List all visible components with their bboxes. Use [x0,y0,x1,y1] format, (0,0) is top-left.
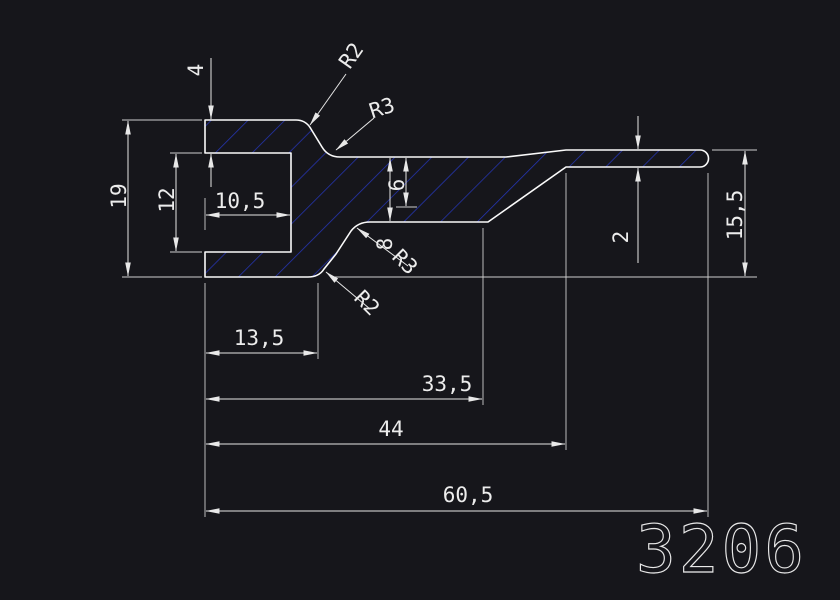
part-number: 3206 [636,511,807,588]
dim-label-8: 8 [373,238,397,251]
dim-label-60-5: 60,5 [443,483,494,507]
dim-label-44: 44 [378,417,403,441]
profile-section [204,119,710,278]
dim-label-6: 6 [385,179,409,192]
extension-lines [122,119,757,517]
dim-label-4: 4 [184,64,208,77]
dimension-labels: 4 19 12 10,5 6 8 13,5 33,5 44 60,5 15,5 … [107,38,747,507]
dim-label-13-5: 13,5 [234,326,285,350]
radius-label-r2-bottom: R2 [350,286,385,321]
dimension-lines [125,58,748,514]
dim-label-19: 19 [107,183,131,208]
radius-label-r2-top: R2 [334,38,368,72]
dim-label-2: 2 [609,231,633,244]
radius-label-r3-top: R3 [366,93,397,124]
profile-outline [204,119,710,278]
leader-r3-bottom [356,227,409,267]
dim-label-15-5: 15,5 [723,190,747,241]
radius-leaders [309,73,409,310]
leader-r2-bottom [325,271,371,310]
leader-r3-top [335,117,375,151]
dim-label-12: 12 [155,187,179,212]
dim-label-10-5: 10,5 [215,189,266,213]
dim-label-33-5: 33,5 [422,372,473,396]
leader-r2-top [309,73,347,126]
